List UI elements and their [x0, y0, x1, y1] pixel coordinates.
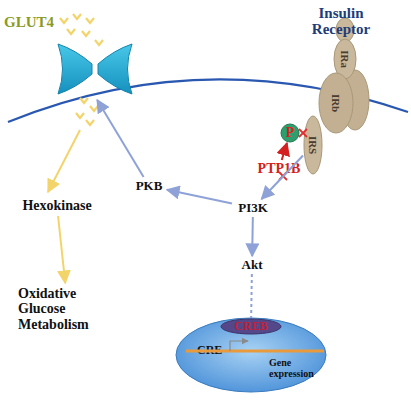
signal-arrow [167, 190, 232, 204]
process-label: Oxidative Glucose Metabolism [18, 283, 118, 335]
enzyme-label: Hexokinase [10, 196, 104, 216]
protein-label: PTP1B [246, 160, 312, 178]
node-text: GLUT4 [4, 14, 54, 31]
node-text: Hexokinase [22, 198, 91, 213]
transporter-node: GLUT4 [2, 8, 137, 100]
node-text: CREB [234, 320, 267, 333]
node-text: CRE [197, 344, 222, 357]
glucose-uptake-arrow [48, 130, 80, 192]
node-text: P [286, 125, 295, 140]
phosphate-circle: P [280, 123, 300, 143]
node-text: PKB [136, 179, 163, 193]
signal-arrow [97, 100, 143, 177]
protein-label: Akt [236, 256, 268, 274]
node-text: IRb [330, 94, 342, 112]
node-text: IRa [339, 50, 351, 68]
transcription-arrow [230, 341, 248, 351]
inhibition-mark [279, 172, 287, 180]
protein-label: PKB [131, 177, 167, 195]
protein-label: PI3K [232, 199, 274, 217]
signal-arrow [262, 156, 303, 200]
title-label: Insulin Receptor [298, 6, 384, 38]
node-text: Oxidative Glucose Metabolism [18, 286, 118, 332]
node-text: PTP1B [258, 161, 301, 176]
signal-arrow [58, 216, 65, 283]
transcription-factor: CREB [220, 318, 282, 335]
signal-arrow [251, 217, 254, 256]
dna-strand [186, 350, 324, 353]
inhibition-mark [299, 129, 307, 137]
node-text: Gene expression [269, 357, 323, 379]
nucleus-ellipse: CRE Gene expression CREB [175, 317, 327, 393]
receptor-subunit: IRb [318, 72, 354, 134]
edge-group [58, 100, 303, 318]
node-text: IRS [307, 136, 319, 154]
signal-arrow [282, 143, 287, 160]
node-text: PI3K [238, 201, 268, 215]
node-text: Akt [242, 258, 263, 272]
receptor-subunit: IRS [303, 115, 323, 175]
signal-arrow [250, 274, 253, 318]
